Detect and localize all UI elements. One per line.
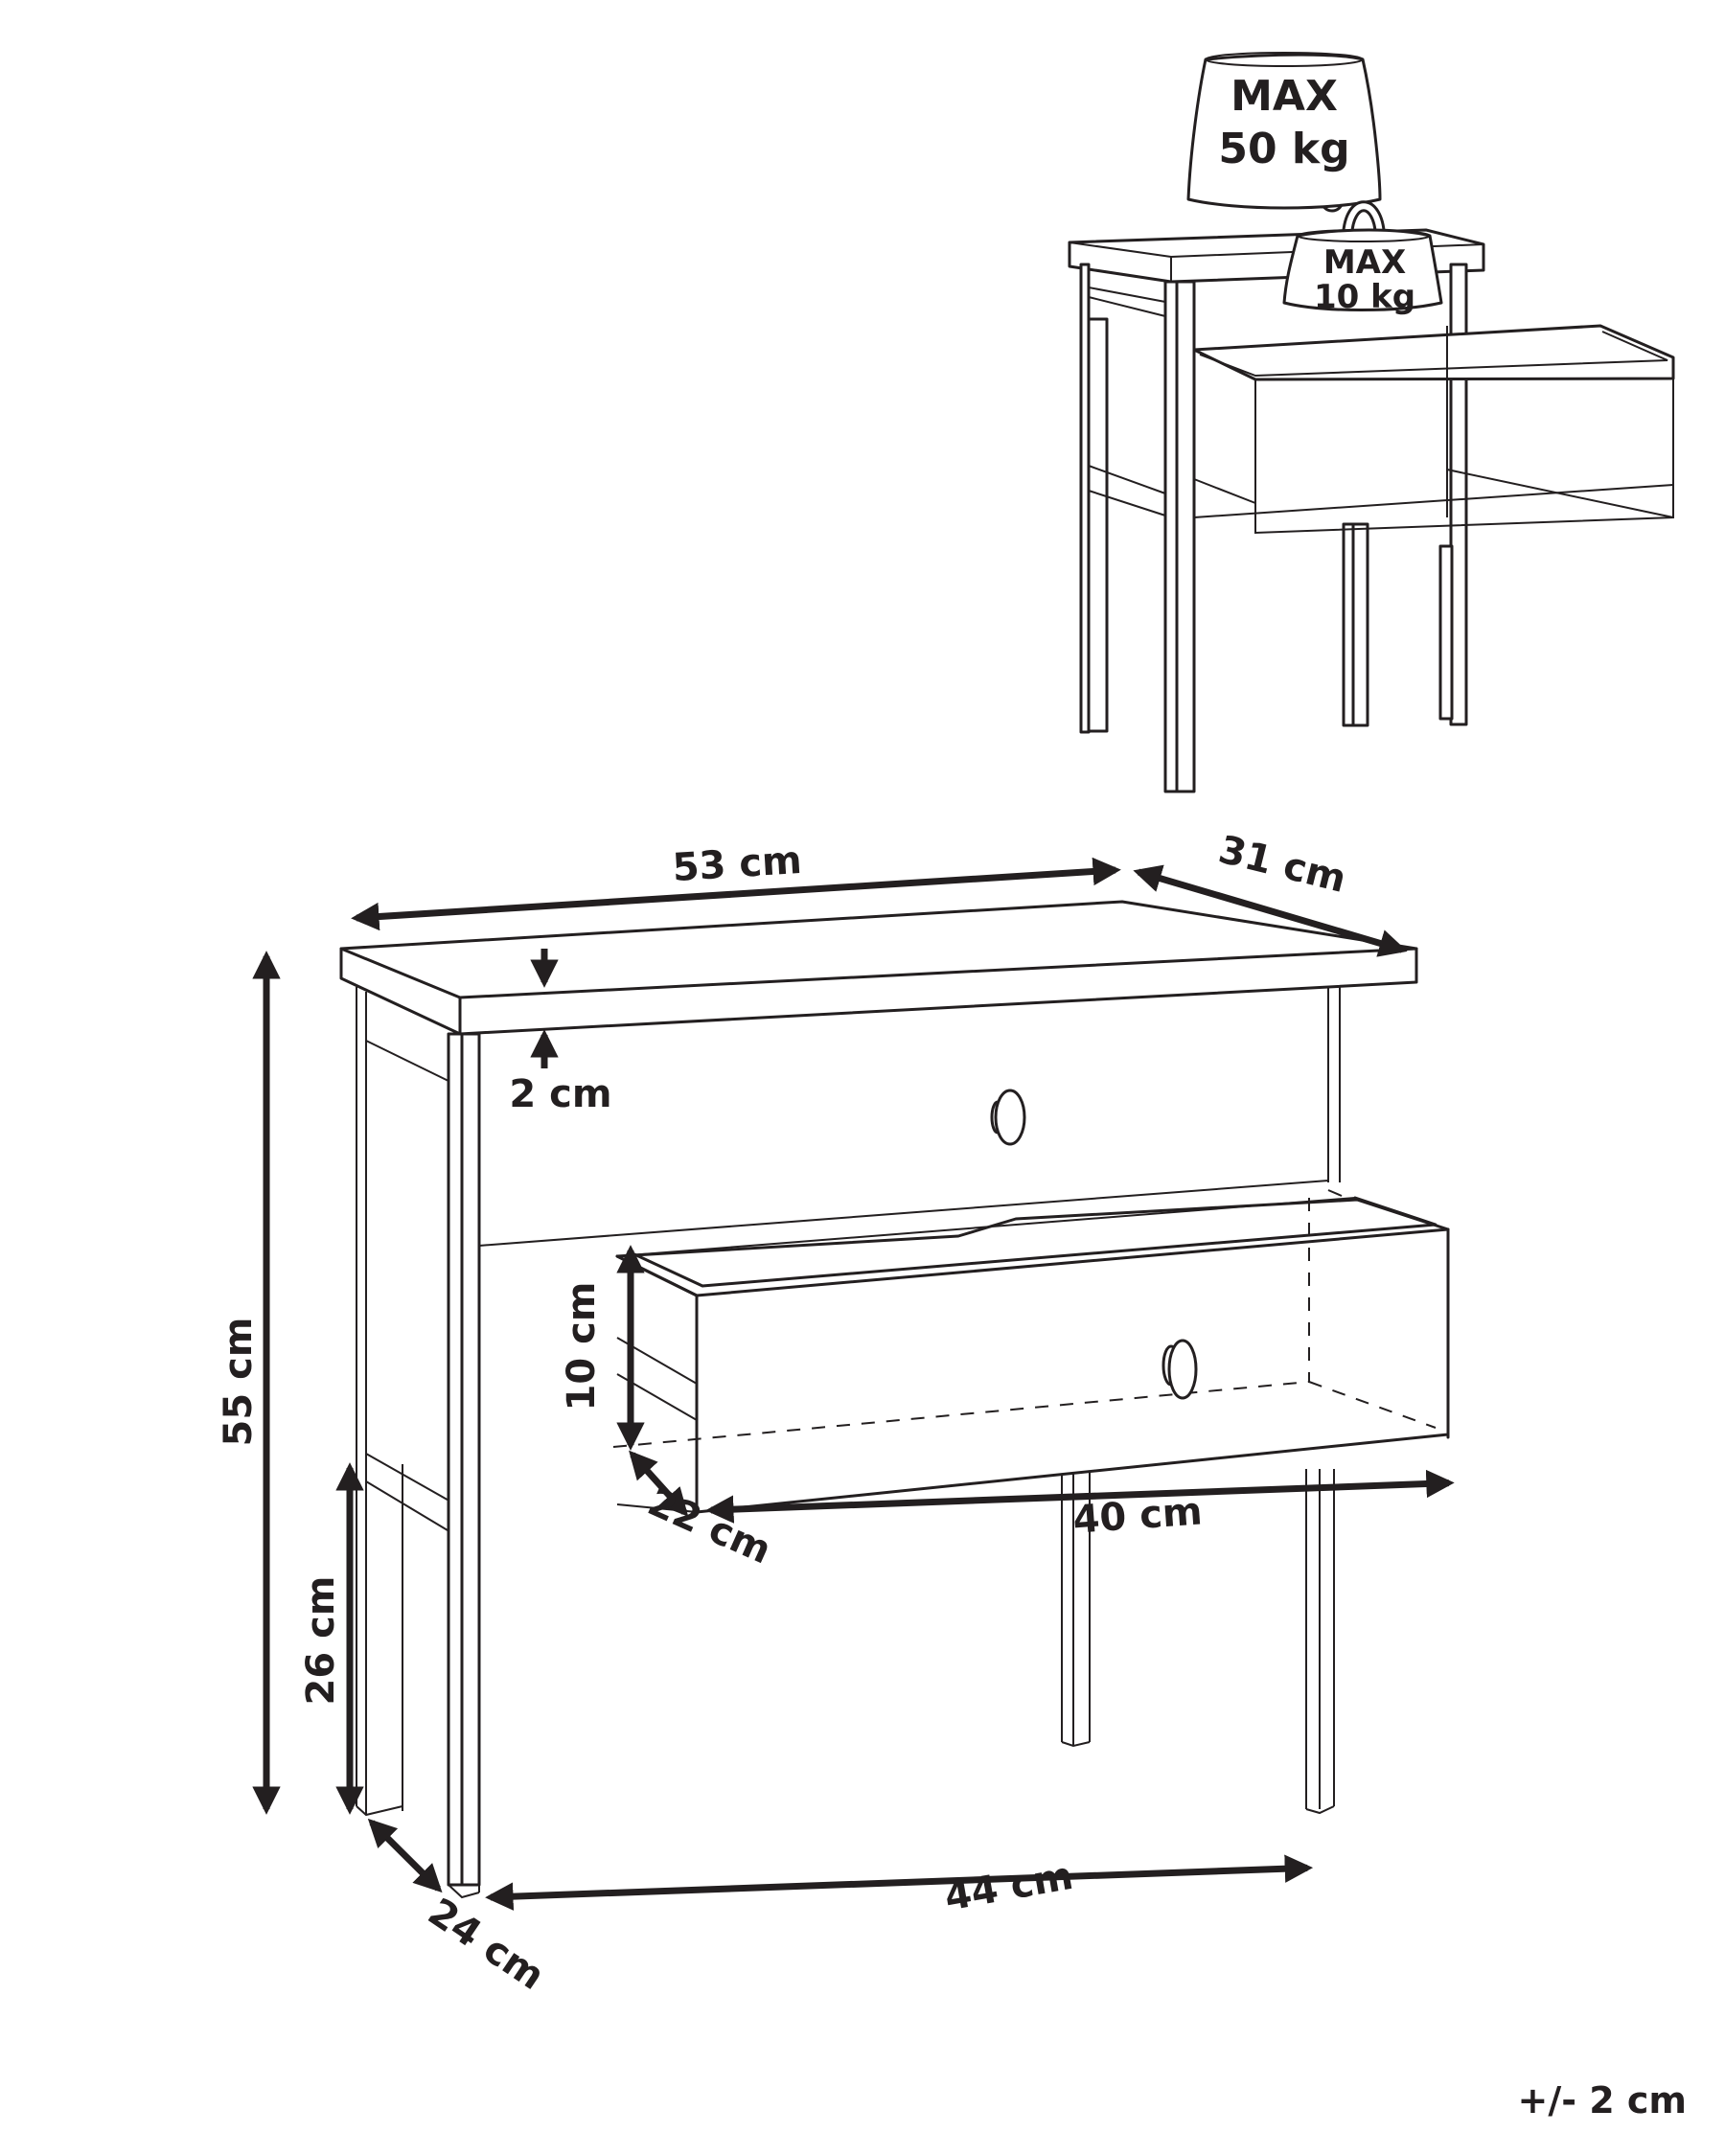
open-drawer [612, 1196, 1450, 1514]
top-drawer-knob [990, 1089, 1026, 1146]
tolerance-note: +/- 2 cm [1517, 2079, 1687, 2122]
right-front-leg [1305, 987, 1341, 1815]
dim-arrow-leg-depth [367, 1818, 443, 1893]
dim-arrow-top-depth [1133, 864, 1408, 957]
small-open-drawer [1192, 324, 1675, 535]
left-side-frame [356, 987, 453, 1817]
dim-arrow-leg-width [485, 1854, 1314, 1911]
dim-arrow-top-width [351, 857, 1121, 931]
weight-10kg-line2: 10 kg [1314, 278, 1415, 316]
dim-label-total-height: 55 cm [217, 1318, 261, 1447]
dim-label-top-depth: 31 cm [1214, 828, 1350, 902]
drawer-knob [1167, 1339, 1198, 1400]
drawer-opening [478, 1180, 1343, 1247]
dim-label-leg-depth: 24 cm [420, 1890, 552, 1999]
weight-50kg-line1: MAX [1230, 72, 1338, 121]
small-legs [1079, 263, 1468, 793]
dim-label-thickness: 2 cm [509, 1072, 611, 1116]
dim-label-drawer-width: 40 cm [1071, 1489, 1204, 1542]
front-left-leg [447, 1032, 481, 1899]
dim-label-leg-width: 44 cm [941, 1854, 1076, 1920]
dimension-drawing: 53 cm 31 cm 2 cm 10 cm 22 cm 40 cm 55 cm… [217, 828, 1455, 1999]
weight-50kg-icon: MAX 50 kg [1186, 19, 1382, 210]
dim-label-top-width: 53 cm [671, 838, 803, 890]
weight-50kg-line2: 50 kg [1218, 125, 1349, 173]
dim-label-drawer-height: 10 cm [560, 1282, 604, 1411]
weight-10kg-icon: MAX 10 kg [1282, 200, 1443, 316]
load-capacity-illustration: MAX 50 kg MAX 10 kg [1068, 19, 1675, 793]
dim-arrow-drawer-depth [629, 1450, 689, 1517]
dim-label-leg-clearance: 26 cm [299, 1576, 343, 1706]
tabletop [339, 900, 1418, 1036]
weight-10kg-line1: MAX [1323, 243, 1406, 282]
dim-arrow-drawer-width [705, 1469, 1455, 1524]
